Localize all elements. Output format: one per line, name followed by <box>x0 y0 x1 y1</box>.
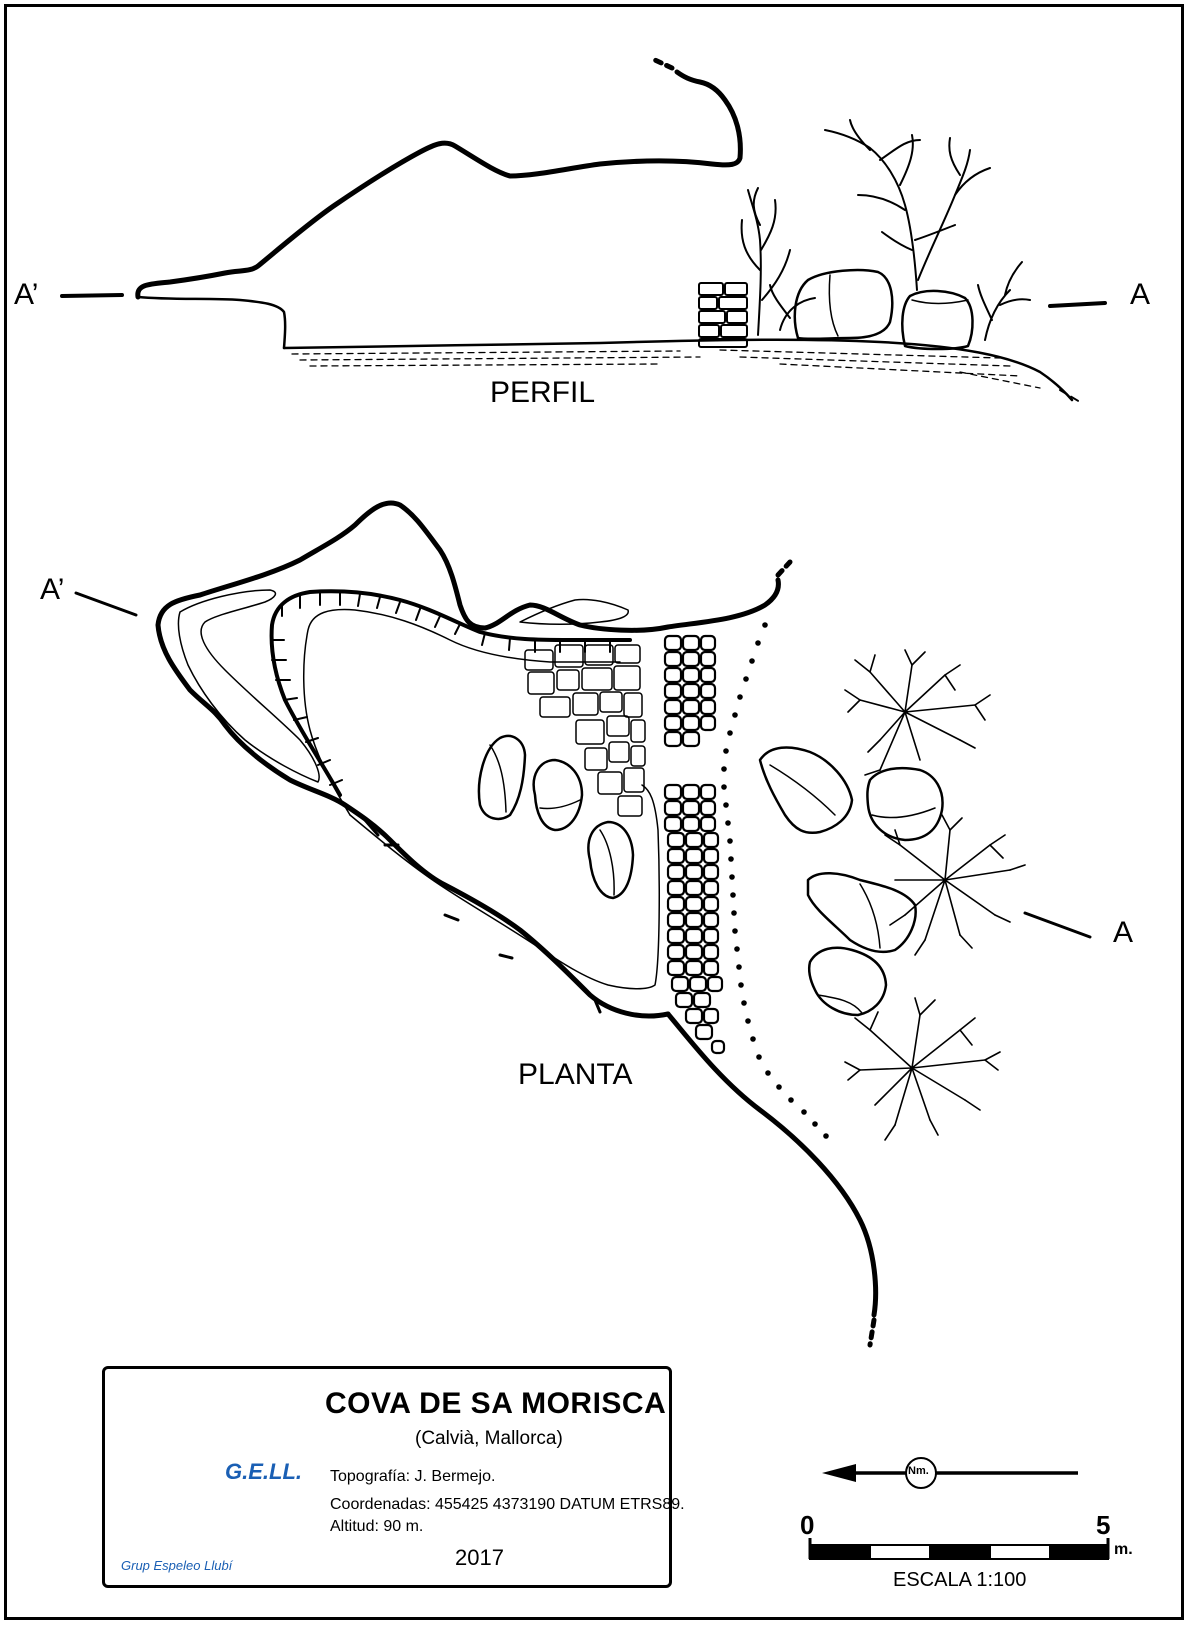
plan-boulder-3-facet <box>599 829 615 896</box>
profile-floor-end-dash <box>1059 389 1081 403</box>
scale-bar-seg-3 <box>929 1544 991 1560</box>
scale-bar-seg-4 <box>989 1544 1051 1560</box>
profile-vegetation <box>740 119 1031 341</box>
scale-start-label: 0 <box>800 1510 815 1540</box>
plan-wall-ticks <box>363 818 602 1014</box>
plan-dotted-dripline <box>721 622 829 1139</box>
plan-shrub-3 <box>844 997 1001 1141</box>
scale-unit-label: m. <box>1114 1541 1133 1558</box>
profile-entrance-lip <box>136 295 287 350</box>
plan-ext-boulder-1 <box>758 746 854 834</box>
logo-acronym: G.E.LL. <box>225 1459 302 1484</box>
north-arrow-head <box>822 1464 856 1482</box>
scale-end-label: 5 <box>1096 1510 1111 1540</box>
profile-cave-ceiling <box>135 69 743 300</box>
logo-ring-text: Grup Espeleo Llubí <box>121 1558 233 1573</box>
plan-floor-outline-main <box>302 608 621 816</box>
plan-stone-wall <box>663 634 726 1055</box>
plan-boulder-1-facet <box>489 744 507 813</box>
plan-exterior-end-dash <box>867 1317 877 1348</box>
north-label: Nm. <box>908 1465 929 1477</box>
plan-floor-outline-south <box>349 784 660 990</box>
survey-year: 2017 <box>455 1545 504 1570</box>
cave-location: (Calvià, Mallorca) <box>415 1428 563 1449</box>
drawing-frame <box>4 4 1184 1620</box>
profile-floor <box>282 338 1074 402</box>
scale-bar-seg-5 <box>1049 1544 1109 1560</box>
plan-drip-hachures <box>271 592 611 786</box>
plan-boulder-3 <box>587 820 635 900</box>
plan-ext-boulder-3 <box>806 872 917 954</box>
plan-wall-end-dash <box>775 559 793 578</box>
profile-section-start-label: A’ <box>14 278 39 311</box>
plan-view <box>74 500 1092 1348</box>
plan-view-title: PLANTA <box>518 1058 633 1091</box>
plan-inner-masonry <box>524 644 646 817</box>
profile-ceiling-dash <box>652 57 675 71</box>
plan-exterior-wall <box>665 1011 879 1318</box>
plan-ext-boulder-2-facet <box>871 807 936 819</box>
plan-cave-wall <box>155 500 781 1019</box>
profile-section-start-line <box>60 293 124 298</box>
north-arrow-circle <box>905 1457 937 1489</box>
plan-shrub-2 <box>884 814 1026 956</box>
profile-stone-wall <box>698 282 748 348</box>
profile-boulder-2-facet <box>911 299 969 305</box>
plan-section-end-label: A <box>1113 916 1134 949</box>
scale-bar <box>808 1538 1110 1560</box>
credit-coordinates: Coordenadas: 455425 4373190 DATUM ETRS89… <box>330 1496 685 1513</box>
profile-section-end-line <box>1048 301 1107 308</box>
title-block: COVA DE SA MORISCA (Calvià, Mallorca) To… <box>102 1366 685 1588</box>
plan-ext-boulder-3-facet <box>859 883 881 949</box>
plan-ext-boulder-1-facet <box>769 764 836 816</box>
plan-boulder-1 <box>477 734 527 821</box>
plan-boulder-2 <box>532 758 584 832</box>
plan-ext-boulder-4 <box>807 946 888 1017</box>
profile-sediment <box>291 349 1041 389</box>
profile-view-title: PERFIL <box>490 376 596 409</box>
scale-bar-seg-1 <box>809 1544 871 1560</box>
cave-name: COVA DE SA MORISCA <box>325 1387 667 1420</box>
profile-section-end-label: A <box>1130 278 1151 311</box>
profile-view <box>60 57 1107 403</box>
plan-shrub-1 <box>844 649 991 776</box>
plan-alcove <box>519 598 629 625</box>
plan-ext-boulder-2 <box>866 766 944 842</box>
credit-topography: Topografía: J. Bermejo. <box>330 1468 496 1485</box>
profile-boulder-1 <box>793 268 894 341</box>
scale-bar-seg-2 <box>869 1544 931 1560</box>
plan-section-start-label: A’ <box>40 573 65 606</box>
plan-floor-outline-west <box>177 589 320 783</box>
profile-boulder-1-facet <box>828 274 839 337</box>
plan-section-start-line <box>74 591 138 617</box>
credit-altitude: Altitud: 90 m. <box>330 1518 424 1535</box>
north-arrow <box>822 1457 1078 1489</box>
scale-caption: ESCALA 1:100 <box>893 1569 1027 1591</box>
plan-section-end-line <box>1023 911 1092 939</box>
plan-ext-boulder-4-facet <box>817 994 863 1014</box>
profile-boulder-2 <box>901 289 974 351</box>
plan-boulder-2-facet <box>539 799 581 810</box>
